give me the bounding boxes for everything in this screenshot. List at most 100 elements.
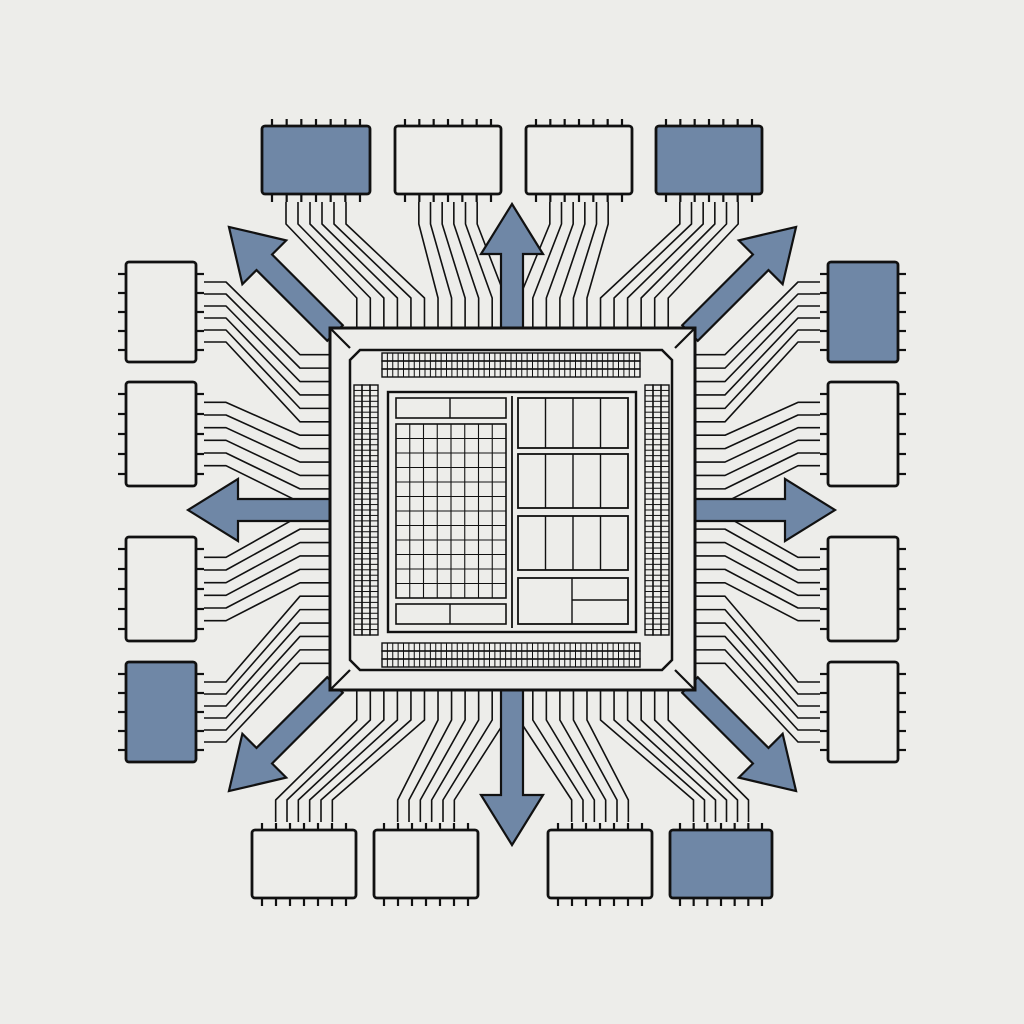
circuit-trace — [274, 690, 358, 822]
arrow-up-icon — [479, 201, 545, 330]
arrow-down-icon — [479, 688, 545, 848]
circuit-trace — [396, 690, 439, 822]
circuit-trace — [204, 555, 330, 597]
memory-module-right-4 — [820, 660, 906, 764]
circuit-trace — [204, 305, 330, 383]
circuit-trace — [640, 202, 716, 328]
circuit-trace — [320, 690, 412, 822]
module-body — [668, 828, 774, 900]
circuit-trace — [204, 622, 330, 707]
circuit-trace — [695, 635, 820, 719]
arrow-down-left-icon — [227, 675, 345, 793]
chip-die — [348, 348, 674, 672]
circuit-trace — [321, 202, 399, 328]
circuit-trace — [408, 690, 453, 822]
arrow-up-right-icon — [680, 225, 798, 343]
circuit-trace — [695, 439, 820, 477]
module-body — [124, 660, 198, 764]
trace-layer — [204, 202, 820, 822]
circuit-trace — [695, 317, 820, 396]
circuit-trace — [430, 690, 480, 822]
circuit-trace — [545, 202, 574, 328]
circuit-trace — [464, 202, 493, 328]
chip-core — [386, 390, 638, 634]
circuit-trace — [453, 202, 480, 328]
circuit-trace — [667, 202, 739, 328]
module-body — [826, 660, 900, 764]
circuit-trace — [309, 202, 385, 328]
circuit-trace — [204, 581, 330, 622]
module-body — [124, 380, 198, 488]
circuit-trace — [204, 635, 330, 719]
memory-module-top-3 — [524, 119, 634, 202]
circuit-trace — [695, 541, 820, 584]
memory-module-right-3 — [820, 535, 906, 643]
circuit-trace — [204, 452, 330, 490]
cache-header — [395, 397, 507, 419]
circuit-trace — [419, 690, 466, 822]
circuit-trace — [204, 528, 330, 571]
memory-module-bottom-4 — [668, 823, 774, 906]
circuit-trace — [545, 690, 596, 822]
circuit-trace — [572, 202, 598, 328]
circuit-trace — [667, 690, 750, 822]
circuit-trace — [204, 608, 330, 695]
module-body — [654, 124, 764, 196]
circuit-trace — [204, 414, 330, 450]
module-body — [124, 260, 198, 364]
circuit-trace — [204, 426, 330, 463]
memory-module-left-3 — [118, 535, 204, 643]
cache-footer — [395, 603, 507, 625]
circuit-trace — [308, 690, 399, 822]
memory-module-top-2 — [393, 119, 503, 202]
circuit-trace — [586, 690, 630, 822]
module-body — [260, 124, 372, 196]
memory-module-left-2 — [118, 380, 204, 488]
circuit-trace — [695, 305, 820, 383]
circuit-trace — [559, 202, 586, 328]
memory-module-left-1 — [118, 260, 204, 364]
circuit-trace — [599, 690, 695, 822]
memory-module-bottom-3 — [546, 823, 654, 906]
module-body — [826, 260, 900, 364]
circuit-trace — [297, 690, 385, 822]
memory-module-right-2 — [820, 380, 906, 488]
memory-module-bottom-2 — [372, 823, 480, 906]
arrow-down-right-icon — [680, 675, 798, 793]
circuit-trace — [204, 649, 330, 731]
circuit-trace — [695, 452, 820, 490]
circuit-trace — [695, 595, 820, 683]
module-body — [124, 535, 198, 643]
circuit-trace — [331, 690, 426, 822]
circuit-trace — [204, 293, 330, 369]
circuit-trace — [204, 401, 330, 437]
circuit-trace — [640, 690, 728, 822]
memory-module-top-1 — [260, 119, 372, 202]
circuit-trace — [626, 690, 717, 822]
circuit-trace — [204, 329, 330, 410]
module-body — [393, 124, 503, 196]
module-body — [546, 828, 654, 900]
module-layer — [118, 119, 906, 906]
circuit-trace — [695, 581, 820, 622]
module-body — [250, 828, 358, 900]
circuit-trace — [418, 202, 439, 328]
circuit-trace — [532, 202, 563, 328]
chip-corner — [674, 669, 696, 691]
memory-module-left-4 — [118, 660, 204, 764]
circuit-trace — [345, 202, 426, 328]
circuit-trace — [441, 202, 466, 328]
circuit-trace — [695, 555, 820, 597]
chip-corner — [329, 669, 351, 691]
circuit-trace — [586, 202, 609, 328]
circuit-trace — [204, 317, 330, 396]
circuit-trace — [695, 528, 820, 571]
circuit-trace — [695, 568, 820, 609]
circuit-trace — [695, 649, 820, 731]
circuit-trace — [695, 662, 820, 743]
module-body — [524, 124, 634, 196]
circuit-trace — [442, 690, 493, 822]
core-block — [517, 577, 629, 625]
